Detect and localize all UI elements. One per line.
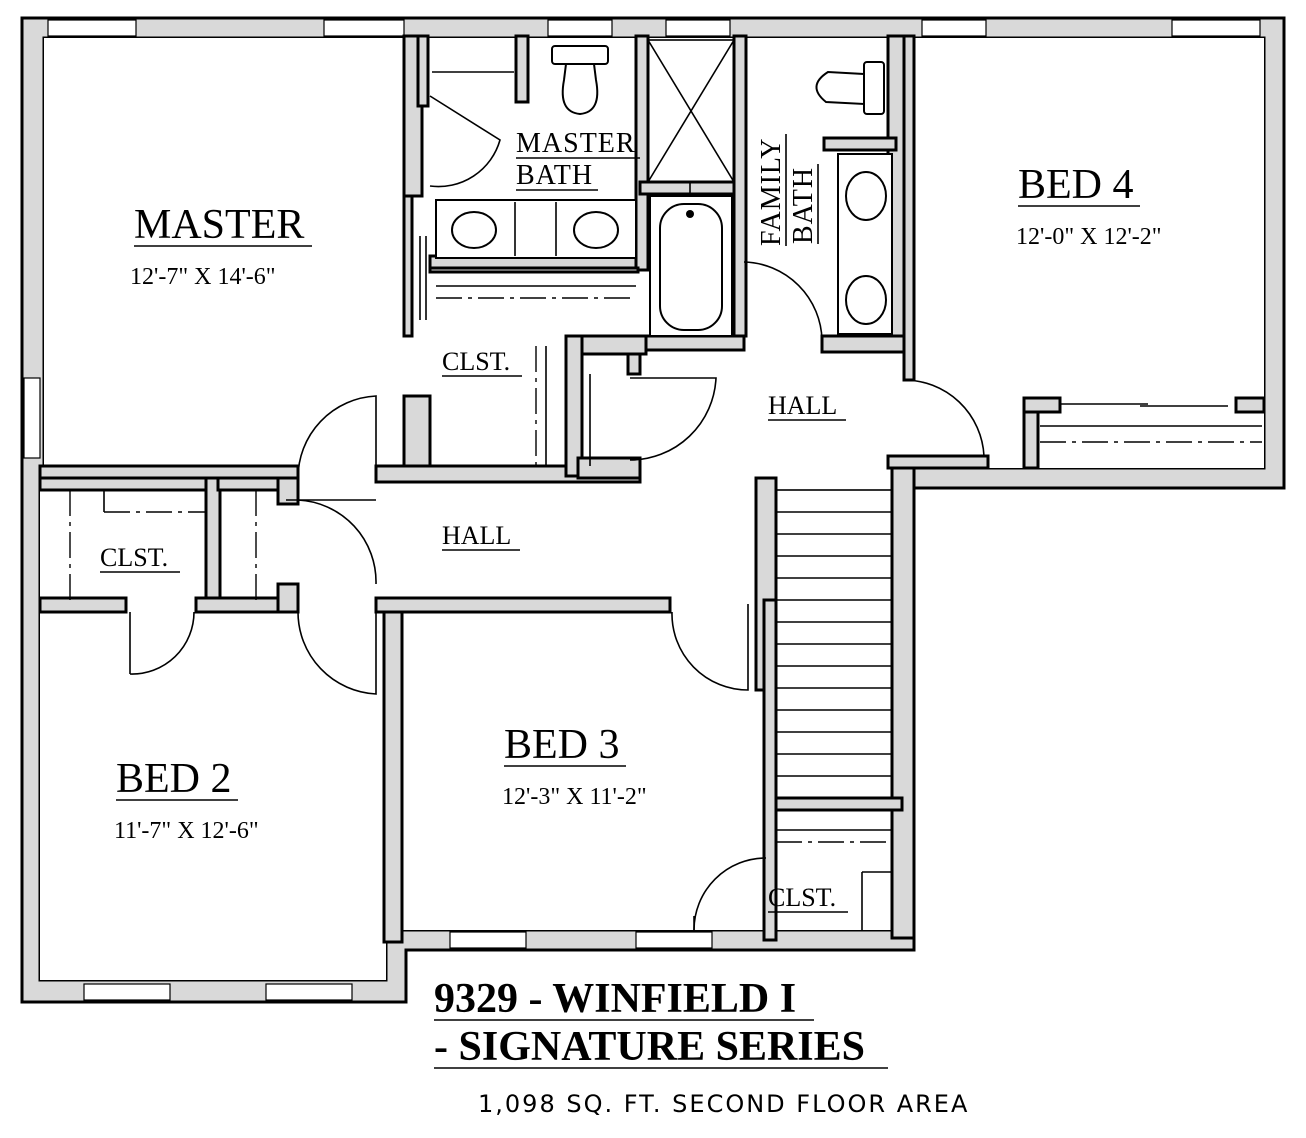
floor-area-caption: 1,098 SQ. FT. SECOND FLOOR AREA bbox=[478, 1090, 969, 1118]
interior-walls bbox=[38, 34, 1266, 944]
lower-hall-label: HALL bbox=[442, 521, 511, 550]
master-bath-label-line1: MASTER bbox=[516, 128, 636, 159]
floor-area bbox=[40, 38, 1264, 980]
master-bath-label-line2: BATH bbox=[516, 160, 593, 191]
master-room-dims: 12'-7" X 14'-6" bbox=[130, 264, 276, 290]
bed2-room-dims: 11'-7" X 12'-6" bbox=[114, 818, 259, 844]
plan-title-line2: - SIGNATURE SERIES bbox=[434, 1024, 865, 1070]
bed4-room-dims: 12'-0" X 12'-2" bbox=[1016, 224, 1162, 250]
left-closet-label: CLST. bbox=[100, 543, 168, 572]
staircase bbox=[775, 489, 893, 799]
master-room-name: MASTER bbox=[134, 202, 304, 248]
bed4-room-name: BED 4 bbox=[1018, 162, 1134, 208]
closet-rods bbox=[69, 71, 1262, 930]
family-bath-label-line2: BATH bbox=[788, 167, 819, 244]
upper-hall-label: HALL bbox=[768, 391, 837, 420]
family-bath-label-line1: FAMILY bbox=[756, 138, 787, 246]
windows bbox=[23, 19, 1261, 1001]
bed2-room-name: BED 2 bbox=[116, 756, 232, 802]
master-closet-label: CLST. bbox=[442, 347, 510, 376]
doors bbox=[129, 95, 985, 931]
bed3-room-dims: 12'-3" X 11'-2" bbox=[502, 784, 647, 810]
plan-title-line1: 9329 - WINFIELD I bbox=[434, 976, 796, 1022]
master-bath-fixtures bbox=[435, 39, 735, 259]
family-bath-fixtures bbox=[649, 61, 893, 337]
bed3-closet-label: CLST. bbox=[768, 883, 836, 912]
bed3-room-name: BED 3 bbox=[504, 722, 620, 768]
